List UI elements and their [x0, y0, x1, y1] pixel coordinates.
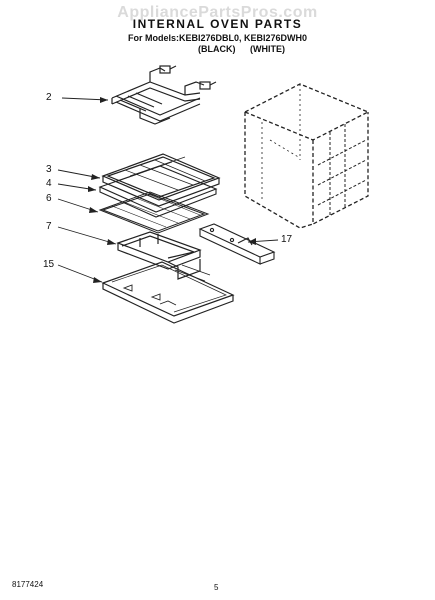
- page-title: INTERNAL OVEN PARTS: [132, 17, 303, 31]
- callout-6: 6: [46, 193, 52, 204]
- variant-black: (BLACK): [198, 44, 236, 54]
- leader-7: [57, 226, 117, 245]
- callout-15: 15: [43, 259, 55, 270]
- callout-17: 17: [281, 234, 293, 245]
- callout-2: 2: [46, 92, 52, 103]
- broiler-pan-3: [101, 153, 221, 207]
- lower-element-7: [116, 231, 211, 282]
- doc-number: 8177424: [12, 580, 44, 589]
- oven-cavity-outline: [243, 83, 370, 229]
- variant-white: (WHITE): [250, 44, 285, 54]
- bracket-17: [198, 223, 276, 265]
- pan-grid-6: [98, 191, 210, 234]
- watermark-text: AppliancePartsPros.com: [117, 4, 318, 21]
- pan-frame-4: [98, 165, 218, 218]
- models-line: For Models:KEBI276DBL0, KEBI276DWH0: [127, 33, 308, 43]
- callout-4: 4: [46, 178, 52, 189]
- callout-7: 7: [46, 221, 52, 232]
- callout-3: 3: [46, 164, 52, 175]
- bake-element-2: [111, 65, 217, 125]
- page-number: 5: [214, 583, 219, 592]
- leader-arrowheads: [88, 97, 256, 283]
- drip-tray-15: [101, 261, 235, 324]
